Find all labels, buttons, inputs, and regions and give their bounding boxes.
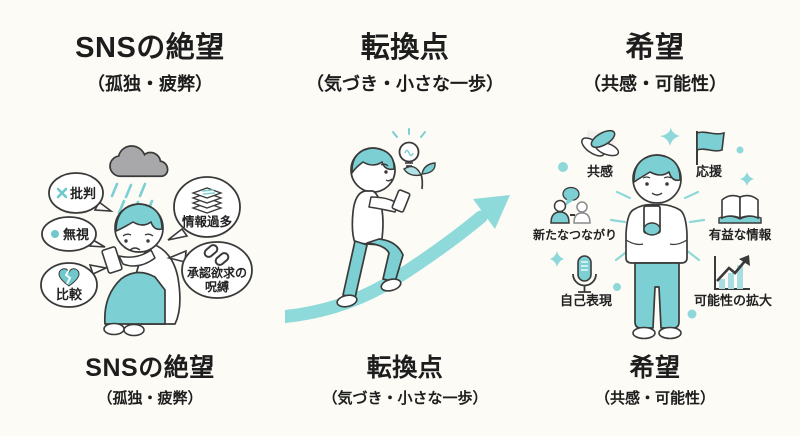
useful-info-item: 有益な情報	[709, 194, 772, 242]
bubble-ignored: 無視	[41, 216, 106, 252]
worried-face	[122, 233, 154, 251]
bubble-approval-curse-line1: 承認欲求の	[187, 265, 247, 280]
section-hope-header: 希望 （共感・可能性）	[525, 24, 785, 96]
despair-illustration: 批判 無視 比較	[40, 145, 253, 337]
paper-stack-icon	[191, 187, 223, 214]
sad-person-figure	[101, 203, 181, 337]
lightbulb-icon	[392, 128, 426, 167]
radiance-lines	[609, 190, 706, 262]
new-connections-label: 新たなつながり	[533, 227, 617, 242]
rain-cloud-icon	[109, 145, 169, 216]
hopeful-person-figure	[625, 154, 688, 340]
people-connection-icon	[550, 186, 591, 224]
section-hope-title-bottom: 希望	[629, 354, 681, 382]
section-despair-title-bottom: SNSの絶望	[85, 354, 215, 382]
dot-icon	[51, 230, 59, 238]
bubble-ignored-label: 無視	[63, 227, 89, 242]
support-label: 応援	[696, 164, 723, 179]
empathy-item: 共感	[581, 129, 620, 179]
x-mark-icon	[56, 187, 68, 199]
broken-heart-icon	[58, 268, 80, 287]
bubble-criticism: 批判	[48, 172, 114, 214]
empathy-label: 共感	[587, 164, 613, 179]
bubble-criticism-label: 批判	[70, 186, 96, 201]
bubble-comparison-label: 比較	[56, 287, 83, 302]
section-despair-footer: SNSの絶望 （孤独・疲弊）	[0, 348, 300, 408]
support-item: 応援	[696, 131, 725, 179]
sprout-icon	[403, 162, 436, 190]
section-hope-subtitle: （共感・可能性）	[583, 74, 727, 94]
bubble-info-overload-label: 情報過多	[182, 214, 233, 229]
turning-point-illustration	[285, 128, 510, 324]
chain-link-icon	[203, 244, 230, 266]
bubble-approval-curse-line2: 呪縛	[205, 279, 229, 294]
growth-chart-icon	[714, 255, 750, 290]
section-turning-footer: 転換点 （気づき・小さな一歩）	[275, 348, 535, 408]
smartphone-icon	[101, 246, 123, 274]
possibility-item: 可能性の拡大	[694, 255, 772, 308]
section-hope-footer: 希望 （共感・可能性）	[525, 348, 785, 408]
section-despair-header: SNSの絶望 （孤独・疲弊）	[0, 24, 300, 96]
section-turning-title-bottom: 転換点	[366, 354, 444, 382]
walking-person-figure	[336, 147, 411, 308]
new-connections-item: 新たなつながり	[533, 186, 617, 242]
flag-icon	[696, 131, 725, 165]
possibility-label: 可能性の拡大	[694, 293, 772, 308]
self-expression-item: 自己表現	[560, 255, 612, 308]
section-turning-subtitle: （気づき・小さな一歩）	[306, 74, 504, 94]
self-expression-label: 自己表現	[560, 293, 612, 308]
section-turning-header: 転換点 （気づき・小さな一歩）	[275, 24, 535, 96]
hands-together-icon	[581, 129, 620, 157]
section-hope-subtitle-bottom: （共感・可能性）	[594, 390, 715, 407]
section-turning-title: 転換点	[360, 32, 450, 64]
section-despair-subtitle: （孤独・疲弊）	[87, 74, 213, 94]
sparkle-decorations	[550, 126, 754, 319]
open-book-icon	[718, 194, 762, 224]
section-turning-subtitle-bottom: （気づき・小さな一歩）	[322, 390, 488, 407]
smartphone-icon	[391, 189, 411, 213]
section-hope-title: 希望	[625, 32, 685, 64]
hope-illustration: 共感 応援 新たなつながり	[533, 126, 772, 340]
section-despair-title: SNSの絶望	[75, 32, 225, 64]
section-despair-subtitle-bottom: （孤独・疲弊）	[97, 390, 203, 407]
microphone-icon	[572, 255, 597, 293]
bubble-comparison: 比較	[40, 262, 109, 308]
useful-info-label: 有益な情報	[709, 227, 772, 242]
bubble-info-overload: 情報過多	[167, 176, 241, 241]
bubble-approval-curse: 承認欲求の 呪縛	[166, 241, 253, 299]
